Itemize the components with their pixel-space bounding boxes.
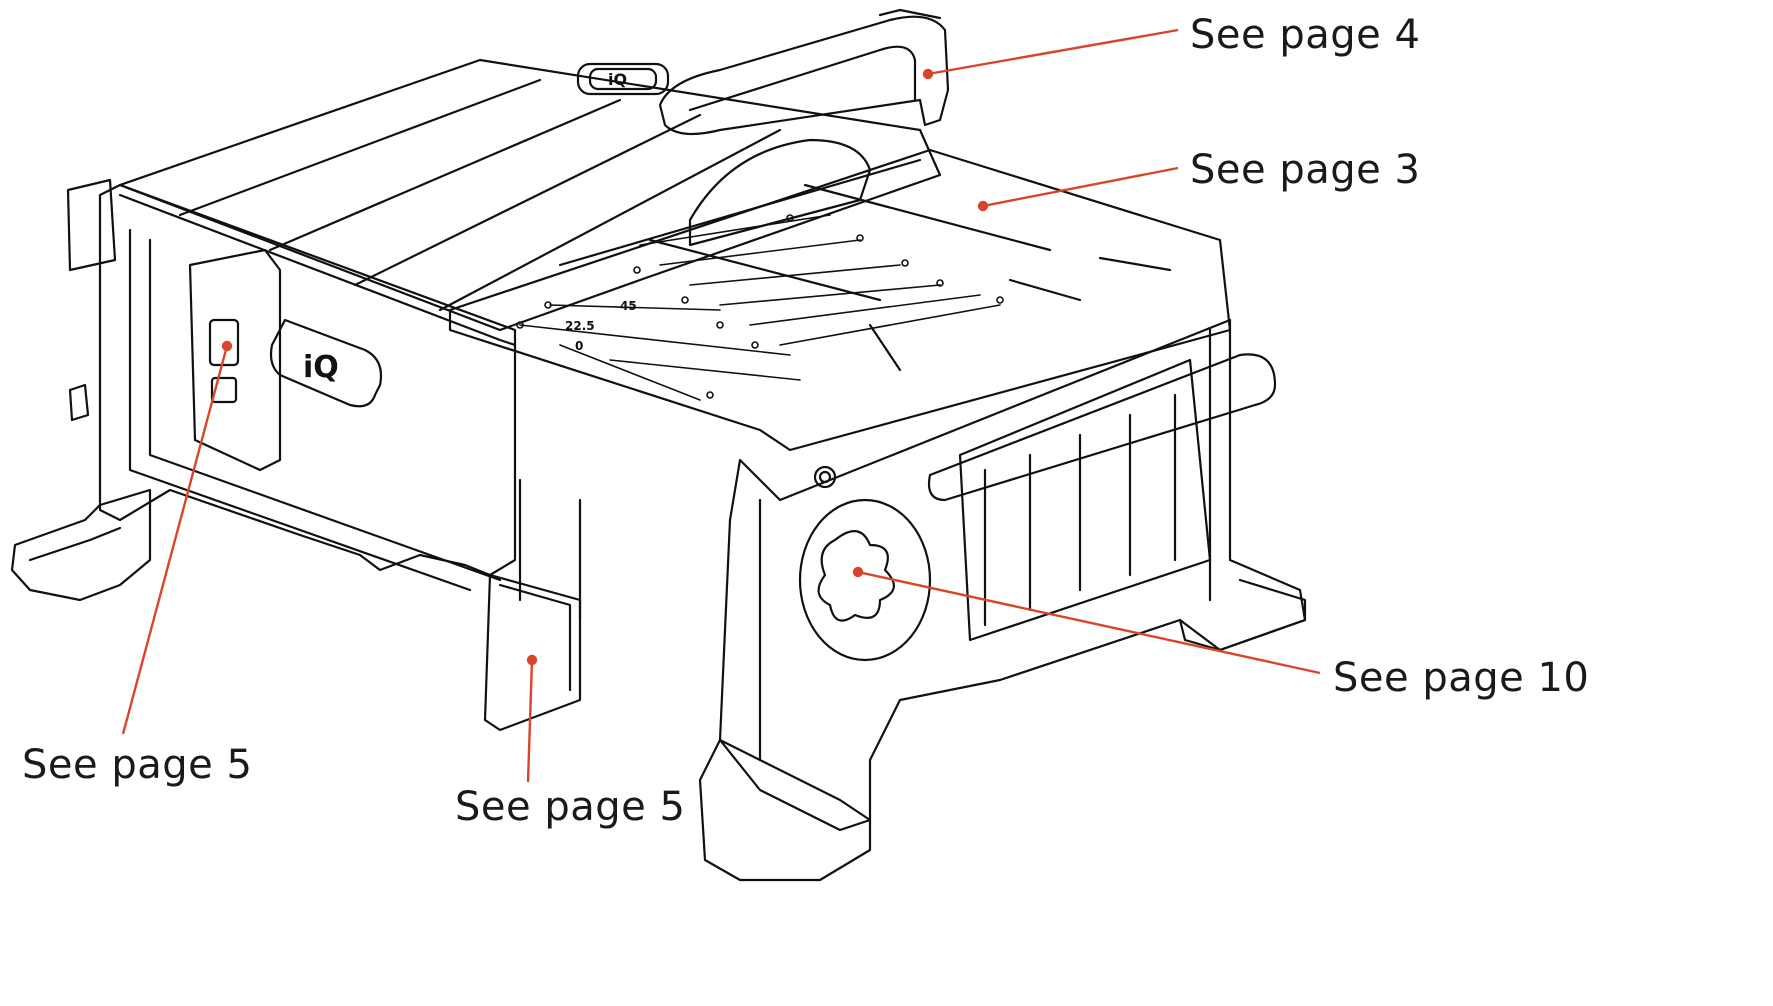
leader-pump-wheel — [857, 570, 1321, 675]
callout-leaders — [121, 28, 1321, 783]
callout-label-table-top: See page 3 — [1190, 147, 1421, 193]
leader-table-top — [982, 166, 1179, 208]
scale-mark-0: 0 — [575, 339, 583, 353]
side-handle — [927, 353, 1277, 502]
water-fitting — [813, 465, 837, 489]
table-top-left — [118, 58, 942, 332]
callout-label-switch: See page 5 — [22, 742, 253, 788]
right-base-foot — [698, 738, 872, 882]
scale-mark-22-5: 22.5 — [565, 319, 595, 333]
top-badge-logo: iQ — [608, 70, 627, 89]
pump-wheel — [798, 498, 932, 662]
leader-switch — [121, 345, 229, 735]
table-top-right — [448, 148, 1232, 452]
callout-label-guard: See page 5 — [455, 784, 686, 830]
top-badge — [576, 62, 670, 96]
leader-handle — [927, 28, 1179, 76]
saw-blade — [688, 138, 872, 247]
saw-handle — [658, 15, 950, 136]
callout-label-handle: See page 4 — [1190, 12, 1421, 58]
leader-guard — [526, 659, 534, 783]
power-switch — [188, 248, 282, 472]
front-guard — [483, 573, 582, 732]
callout-label-pump-wheel: See page 10 — [1333, 655, 1590, 701]
side-emblem — [269, 318, 383, 408]
scale-mark-45: 45 — [620, 299, 637, 313]
scale-labels: 45 22.5 0 — [565, 299, 637, 353]
side-emblem-logo: iQ — [303, 350, 339, 385]
body-front-right — [718, 318, 1307, 832]
side-tray — [958, 358, 1212, 642]
body-left-side — [98, 183, 517, 577]
left-base-foot — [10, 488, 152, 602]
